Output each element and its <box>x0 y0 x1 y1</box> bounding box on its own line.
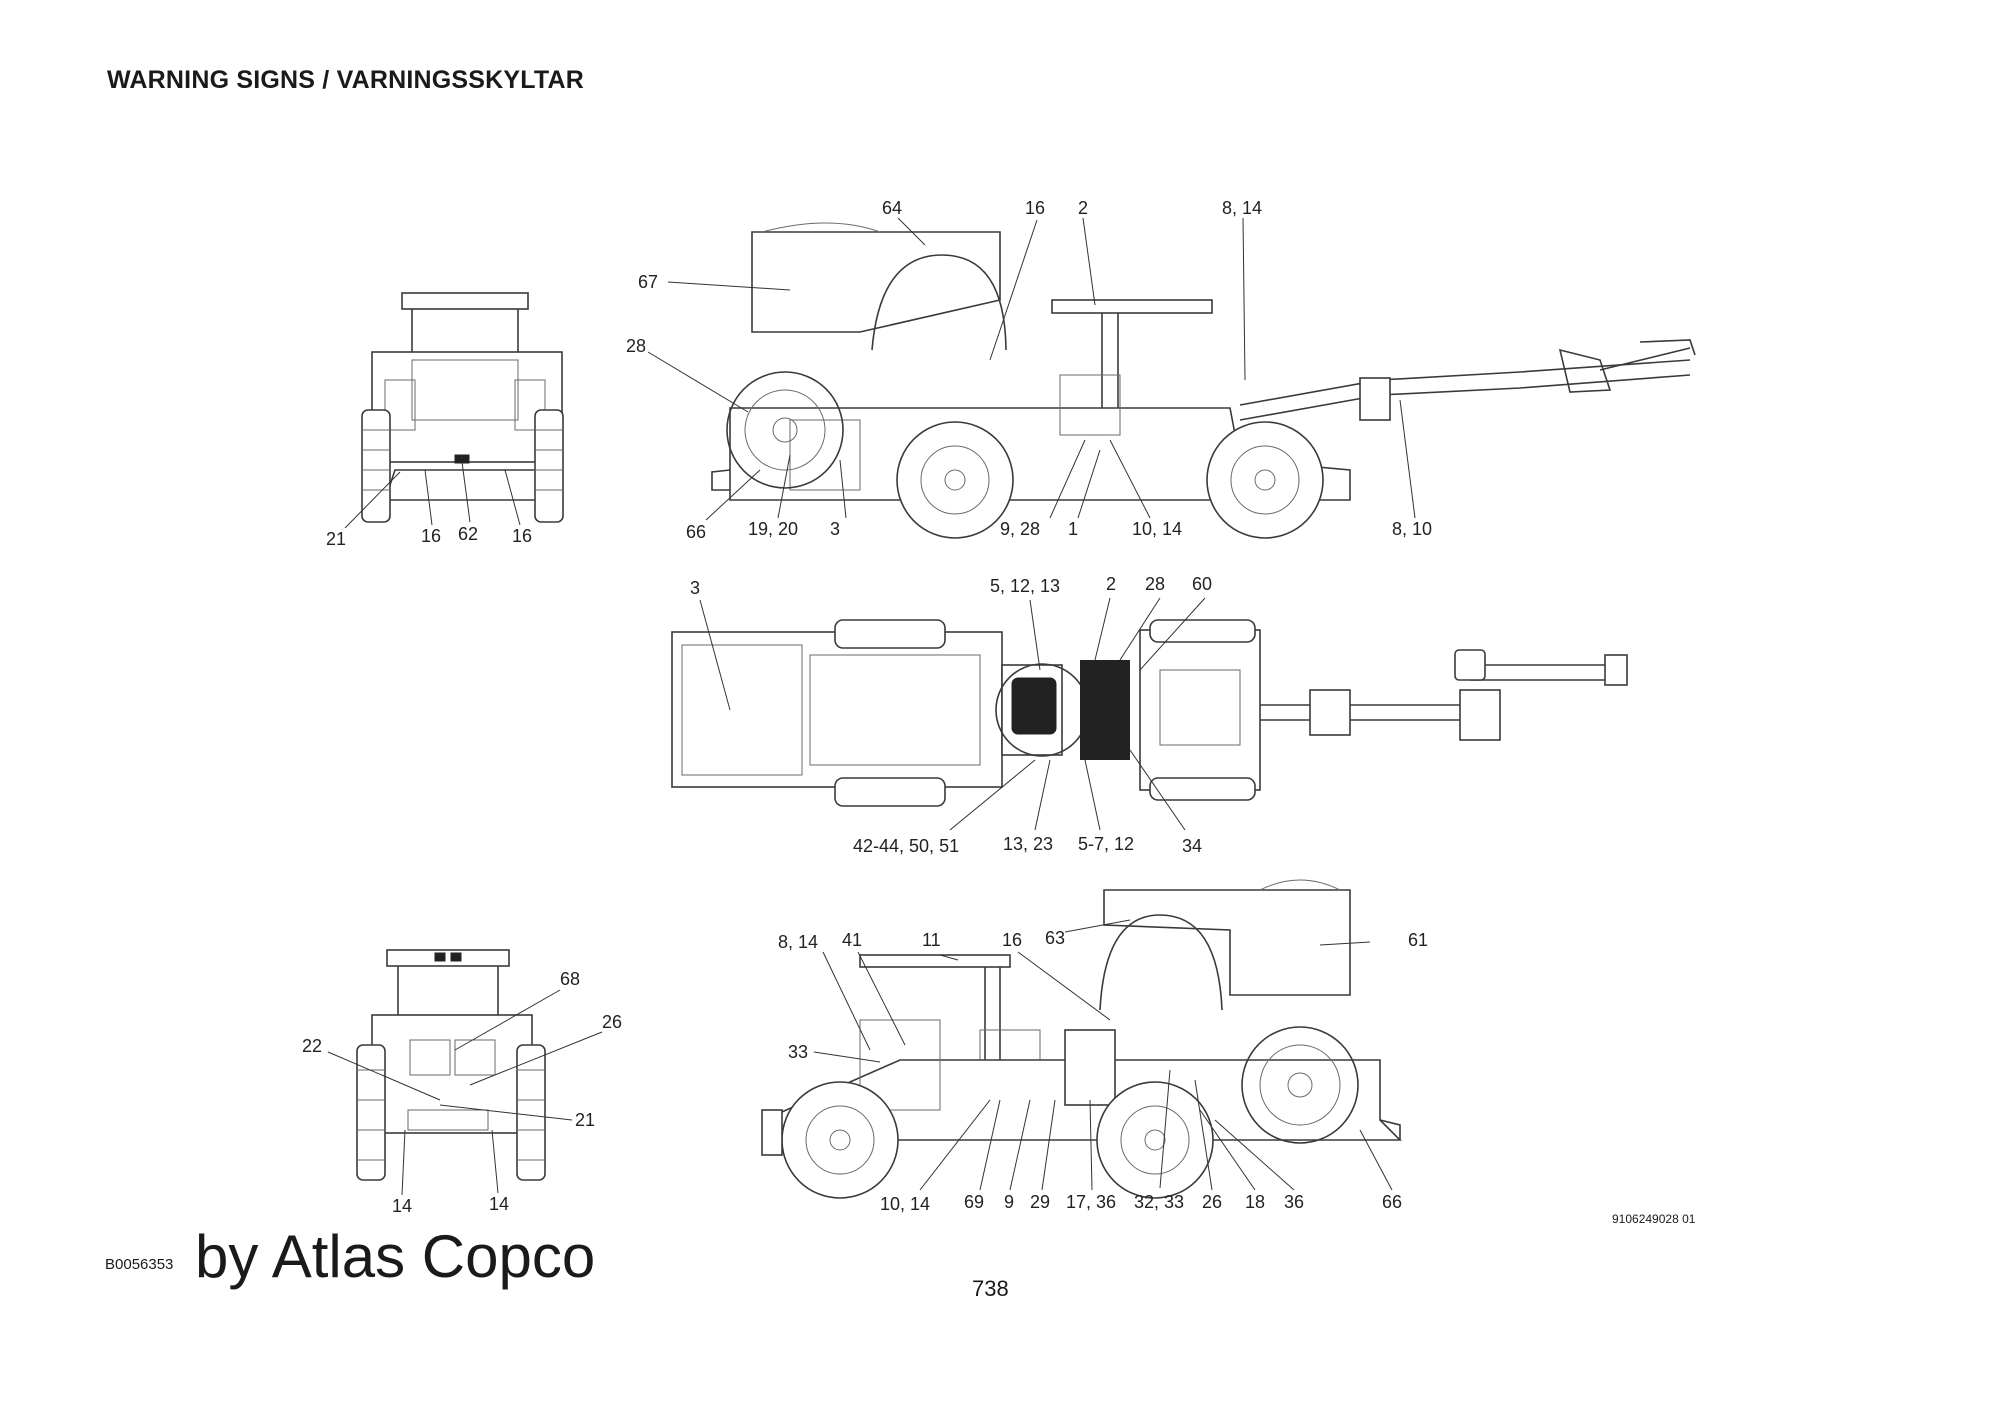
callout-rear-14a: 14 <box>392 1196 412 1216</box>
callout-side-right-11: 11 <box>922 930 941 950</box>
callout-side-right-16: 16 <box>1002 930 1022 950</box>
callout-side-left-64: 64 <box>882 198 902 218</box>
callout-top-5-12-13: 5, 12, 13 <box>990 576 1060 596</box>
top-view-leaders <box>699 597 1206 831</box>
callout-side-right-61: 61 <box>1408 930 1428 950</box>
callout-side-right-32-33: 32, 33 <box>1134 1192 1184 1212</box>
callout-side-right-17-36: 17, 36 <box>1066 1192 1116 1212</box>
callout-side-right-29: 29 <box>1030 1192 1050 1212</box>
callout-front-21: 21 <box>326 529 346 549</box>
callout-side-right-36: 36 <box>1284 1192 1304 1212</box>
callout-side-right-9: 9 <box>1004 1192 1014 1212</box>
callout-side-right-26: 26 <box>1202 1192 1222 1212</box>
callout-top-34: 34 <box>1182 836 1202 856</box>
side-view-left-leaders <box>647 217 1416 521</box>
callout-rear-68: 68 <box>560 969 580 989</box>
callout-front-16a: 16 <box>421 526 441 546</box>
callout-rear-14b: 14 <box>489 1194 509 1214</box>
page-number: 738 <box>972 1276 1009 1301</box>
callout-top-60: 60 <box>1192 574 1212 594</box>
callout-top-13-23: 13, 23 <box>1003 834 1053 854</box>
callout-side-left-8-10: 8, 10 <box>1392 519 1432 539</box>
callout-side-left-19-20: 19, 20 <box>748 519 798 539</box>
top-view <box>671 619 1628 807</box>
callout-side-right-66: 66 <box>1382 1192 1402 1212</box>
drawing-number: 9106249028 01 <box>1612 1212 1696 1226</box>
callout-side-left-16: 16 <box>1025 198 1045 218</box>
callout-top-5-7-12: 5-7, 12 <box>1078 834 1134 854</box>
callout-side-left-67: 67 <box>638 272 658 292</box>
callout-rear-22: 22 <box>302 1036 322 1056</box>
front-view-leaders <box>344 461 521 529</box>
callout-side-right-63: 63 <box>1045 928 1065 948</box>
callout-side-left-9-28: 9, 28 <box>1000 519 1040 539</box>
callout-top-3: 3 <box>690 578 700 598</box>
document-id: B0056353 <box>105 1256 174 1273</box>
page-title: WARNING SIGNS / VARNINGSSKYLTAR <box>107 66 585 94</box>
callout-rear-21: 21 <box>575 1110 595 1130</box>
callout-front-62: 62 <box>458 524 478 544</box>
side-view-left <box>711 222 1696 539</box>
rear-view <box>356 949 546 1181</box>
callout-rear-26: 26 <box>602 1012 622 1032</box>
front-view <box>361 292 564 523</box>
callout-top-28: 28 <box>1145 574 1165 594</box>
callout-side-left-28: 28 <box>626 336 646 356</box>
callout-side-right-18: 18 <box>1245 1192 1265 1212</box>
callout-side-left-3: 3 <box>830 519 840 539</box>
callout-side-right-69: 69 <box>964 1192 984 1212</box>
callout-side-left-1: 1 <box>1068 519 1078 539</box>
callout-side-left-8-14: 8, 14 <box>1222 198 1262 218</box>
callout-top-2: 2 <box>1106 574 1116 594</box>
callout-front-16b: 16 <box>512 526 532 546</box>
side-view-right <box>761 879 1402 1199</box>
rear-view-leaders <box>327 989 603 1196</box>
callout-side-right-10-14: 10, 14 <box>880 1194 930 1214</box>
callout-top-42-44-50-51: 42-44, 50, 51 <box>853 836 959 856</box>
callout-side-left-10-14: 10, 14 <box>1132 519 1182 539</box>
callout-side-right-41: 41 <box>842 930 862 950</box>
callout-side-right-8-14: 8, 14 <box>778 932 818 952</box>
callout-side-left-66: 66 <box>686 522 706 542</box>
watermark: by Atlas Copco <box>195 1223 596 1290</box>
side-view-right-leaders <box>813 919 1393 1191</box>
callout-side-left-2: 2 <box>1078 198 1088 218</box>
callout-side-right-33: 33 <box>788 1042 808 1062</box>
